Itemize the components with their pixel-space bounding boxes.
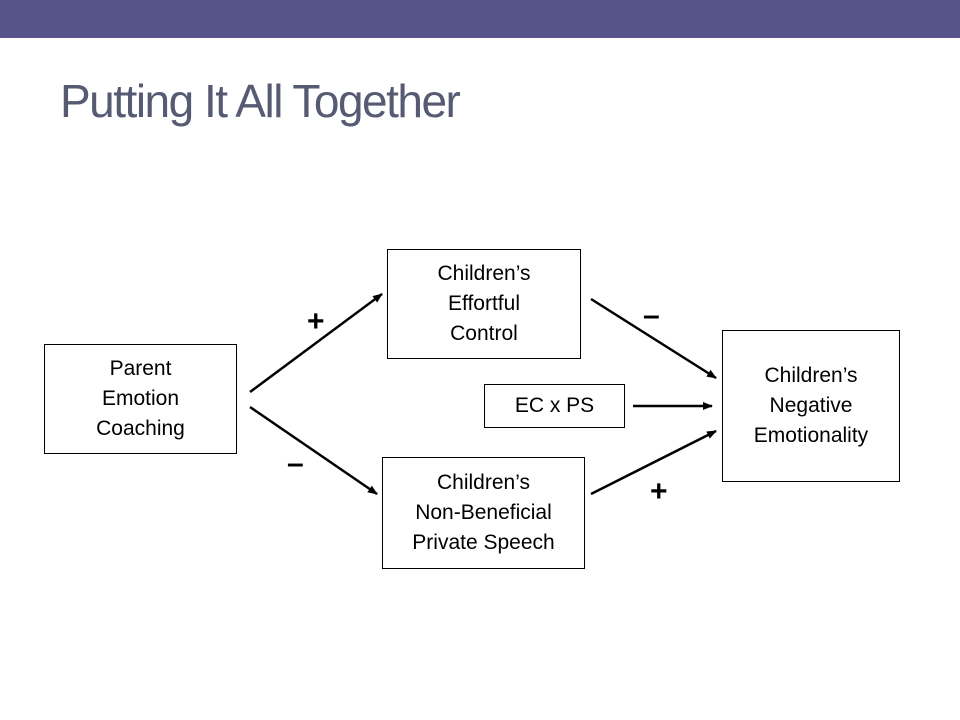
slide-title: Putting It All Together	[60, 75, 461, 127]
node-label-line: Emotion	[101, 387, 180, 410]
node-label-line: Parent	[109, 357, 172, 380]
arrow-private-to-negative	[590, 429, 717, 496]
node-label-line: Emotionality	[753, 424, 869, 447]
node-label-line: Non-Beneficial	[415, 501, 552, 524]
node-parent-emotion-coaching: Parent Emotion Coaching	[44, 344, 237, 454]
node-label-line: Coaching	[96, 417, 185, 440]
edge-sign-negative: –	[287, 447, 304, 480]
arrow-effortful-to-negative	[590, 297, 717, 380]
node-label-line: Control	[450, 322, 518, 345]
node-childrens-private-speech: Children’s Non-Beneficial Private Speech	[382, 457, 585, 569]
top-accent-bar	[0, 0, 960, 38]
node-childrens-negative-emotionality: Children’s Negative Emotionality	[722, 330, 900, 482]
edge-sign-negative: –	[643, 299, 660, 332]
node-label-line: Effortful	[448, 292, 520, 315]
edge-sign-positive: +	[307, 305, 325, 338]
arrow-parent-to-private	[249, 405, 378, 496]
edge-sign-positive: +	[650, 475, 668, 508]
node-label-line: Negative	[769, 394, 853, 417]
node-label-line: Children’s	[437, 471, 530, 494]
arrow-parent-to-effortful	[249, 292, 383, 394]
node-ec-x-ps: EC x PS	[484, 384, 625, 428]
node-label-line: Children’s	[437, 262, 531, 285]
node-label-line: EC x PS	[514, 394, 595, 417]
node-label-line: Children’s	[764, 364, 858, 387]
node-childrens-effortful-control: Children’s Effortful Control	[387, 249, 581, 359]
node-label-line: Private Speech	[412, 531, 555, 554]
